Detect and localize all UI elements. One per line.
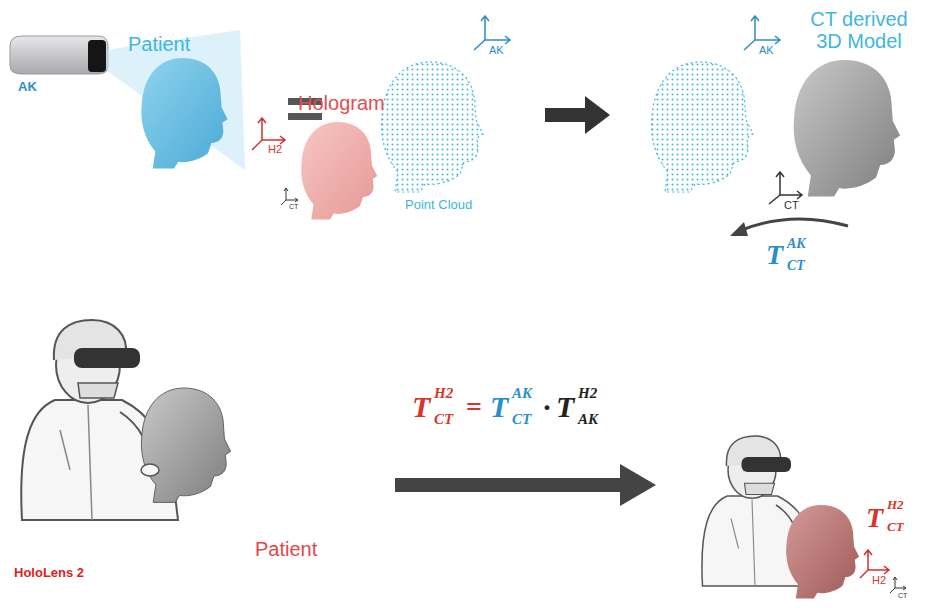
transform-superscript: H2: [434, 385, 453, 402]
block-arrow: [395, 464, 656, 506]
equation-operator: =: [466, 392, 482, 423]
hologram-label: Hologram: [298, 92, 385, 114]
registered-hologram-head: [786, 505, 859, 599]
patient-label: Patient: [255, 538, 317, 560]
point-cloud: [652, 62, 753, 192]
axes-ct-small: [890, 577, 906, 593]
transform-subscript: CT: [512, 411, 531, 428]
transform-symbol: T: [556, 390, 574, 423]
equation-operator: ·: [542, 390, 552, 423]
patient-head: [141, 58, 227, 169]
device-label: AK: [18, 80, 37, 94]
transform-symbol: T: [866, 503, 883, 534]
axes-ct-small: [281, 188, 298, 205]
point-cloud-label: Point Cloud: [405, 198, 472, 212]
transform-subscript: CT: [434, 411, 453, 428]
transform-arrow: [730, 219, 848, 236]
transform-superscript: AK: [787, 236, 806, 251]
axis-label: H2: [872, 574, 886, 586]
hand: [141, 464, 159, 476]
ct-model-head: [794, 60, 900, 197]
transform-superscript: H2: [887, 498, 904, 512]
axis-label: H2: [268, 143, 282, 155]
axis-label: AK: [489, 44, 504, 56]
transform-symbol: T: [490, 390, 508, 423]
axes-h2: [860, 550, 889, 578]
transform-subscript: CT: [787, 258, 805, 273]
transform-superscript: AK: [512, 385, 532, 402]
point-cloud: [382, 62, 483, 192]
sensor-cone: [106, 30, 245, 170]
kinect-camera: [10, 36, 108, 74]
axis-label: CT: [784, 199, 799, 211]
axis-label: AK: [759, 44, 774, 56]
axis-label: CT: [898, 592, 907, 600]
transform-symbol: T: [766, 240, 783, 271]
transform-subscript: CT: [887, 520, 904, 534]
patient-head: [141, 388, 230, 502]
patient-label: Patient: [128, 33, 190, 55]
axis-label: CT: [289, 203, 298, 211]
model-label: CT derived 3D Model: [800, 8, 918, 52]
transform-subscript: AK: [578, 411, 598, 428]
block-arrow: [545, 96, 610, 134]
transform-superscript: H2: [578, 385, 597, 402]
hologram-head: [301, 122, 377, 220]
device-label: HoloLens 2: [14, 566, 84, 580]
transform-symbol: T: [412, 390, 430, 423]
